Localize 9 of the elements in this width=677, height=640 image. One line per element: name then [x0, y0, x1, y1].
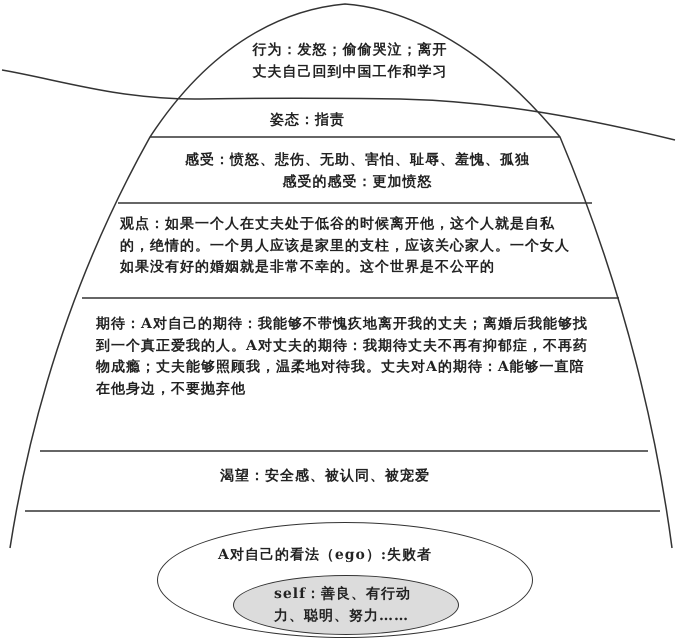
layer-text: 观点：如果一个人在丈夫处于低谷的时候离开他，这个人就是自私的，绝情的。一个男人应该是家里的支柱，应该关心家人。一个女人如果没有好的婚姻就是非常不幸的。这个世界是不公平的	[120, 214, 571, 278]
layer-text: 感受：愤怒、悲伤、无助、害怕、耻辱、羞愧、孤独	[184, 150, 531, 170]
layer-text: A对自己的看法（ego）:失败者	[218, 546, 434, 565]
layer-text: 渴望：安全感、被认同、被宠爱	[220, 466, 431, 486]
layer-text: 期待：A对自己的期待：我能够不带愧疚地离开我的丈夫；离婚后我能够找到一个真正爱我的人。A对丈夫的期待：我期待丈夫不再有抑郁症，不再药物成瘾；丈夫能够照顾我，温柔地对待我。丈夫对A的期待：A能够一直陪在他身边，不要抛弃他	[96, 314, 589, 400]
layer-text: 行为：发怒；偷偷哭泣；离开丈夫自己回到中国工作和学习	[251, 40, 448, 82]
layer-text: 感受的感受：更加愤怒	[282, 172, 434, 192]
layer-text: 姿态：指责	[270, 111, 346, 130]
layer-text: self：善良、有行动力、聪明、努力……	[274, 584, 412, 626]
